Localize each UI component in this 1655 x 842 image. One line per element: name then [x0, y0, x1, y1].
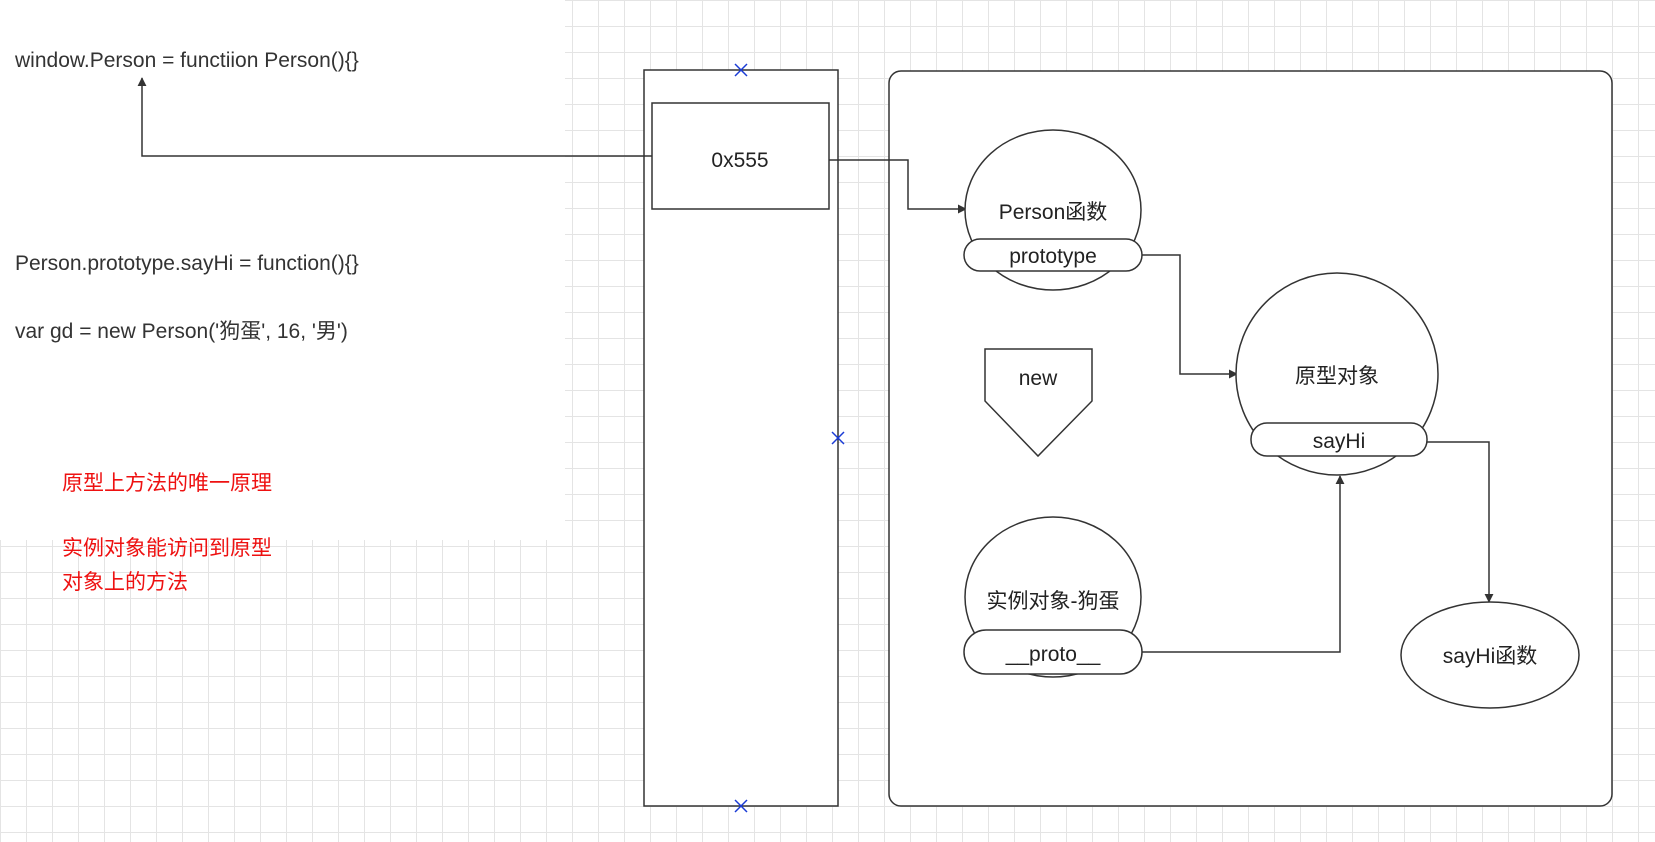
- note-title: 原型上方法的唯一原理: [62, 472, 272, 495]
- arrow-sayhi-to-fn[interactable]: [1427, 441, 1494, 603]
- arrow-address-to-person-fn[interactable]: [829, 159, 967, 214]
- selection-handle-right[interactable]: [831, 431, 845, 445]
- code-panel-background: [0, 0, 565, 540]
- sayhi-function-label: sayHi函数: [1443, 645, 1538, 668]
- arrow-address-to-window[interactable]: [137, 77, 652, 157]
- code-line-window-person: window.Person = functiion Person(){}: [15, 49, 359, 72]
- new-operator-label: new: [1019, 367, 1058, 390]
- heap-container[interactable]: [888, 70, 1613, 807]
- selection-handle-bottom[interactable]: [734, 799, 748, 813]
- code-line-prototype-sayhi: Person.prototype.sayHi = function(){}: [15, 252, 359, 275]
- selection-handle-top[interactable]: [734, 63, 748, 77]
- note-line-1: 实例对象能访问到原型: [62, 537, 272, 560]
- arrow-proto-to-proto-obj[interactable]: [1142, 475, 1345, 653]
- address-text: 0x555: [711, 149, 768, 172]
- prototype-object-label: 原型对象: [1295, 365, 1379, 388]
- prototype-slot-label: prototype: [1009, 245, 1097, 268]
- sayhi-slot[interactable]: [1250, 422, 1428, 457]
- proto-slot-label: __proto__: [1005, 643, 1101, 666]
- instance-object-label: 实例对象-狗蛋: [987, 590, 1120, 613]
- address-cell[interactable]: [651, 102, 830, 210]
- code-line-new-person: var gd = new Person('狗蛋', 16, '男'): [15, 320, 348, 343]
- note-line-2: 对象上的方法: [62, 571, 188, 594]
- person-function-label: Person函数: [999, 201, 1108, 224]
- sayhi-function-node[interactable]: [1400, 601, 1580, 709]
- new-operator-shape[interactable]: [984, 348, 1093, 458]
- arrow-prototype-to-proto-obj[interactable]: [1142, 254, 1238, 379]
- sayhi-slot-label: sayHi: [1313, 430, 1366, 453]
